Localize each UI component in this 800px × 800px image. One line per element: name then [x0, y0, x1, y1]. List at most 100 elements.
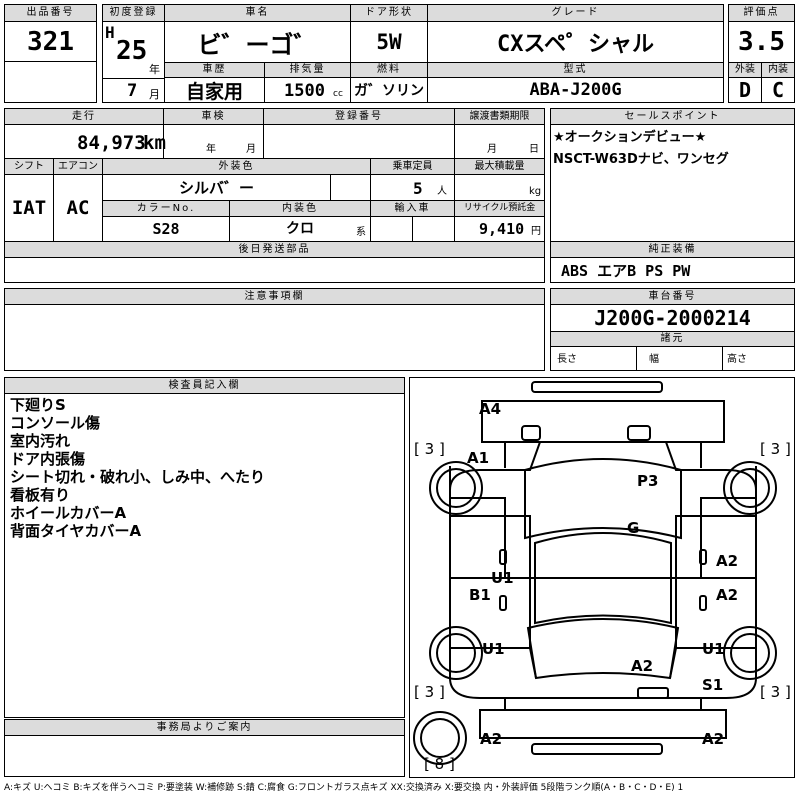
overall-score: 3.5 — [728, 21, 795, 63]
damage-mark: G — [627, 519, 640, 537]
recycle-fee: 9,410 — [479, 220, 525, 238]
mileage-box: 84,973 km — [4, 124, 166, 159]
door-type-label: ドア形状 — [350, 4, 428, 22]
inspector-note: 室内汚れ — [10, 432, 71, 450]
damage-mark: B1 — [469, 586, 491, 604]
transfer-deadline-box: 月 日 — [454, 124, 545, 159]
dimensions-label: 諸元 — [550, 331, 795, 347]
lot-number-blank — [4, 61, 97, 103]
interior-color: クロ — [286, 221, 314, 237]
inspector-note: ホイールカバーA — [10, 504, 127, 522]
max-load-unit: kg — [529, 186, 542, 197]
transfer-month-unit: 月 — [487, 144, 497, 155]
damage-mark: A2 — [702, 730, 725, 748]
later-parts-label: 後日発送部品 — [4, 241, 545, 258]
car-name-label: 車名 — [164, 4, 351, 22]
interior-color-unit: 系 — [356, 227, 366, 238]
damage-mark: U1 — [702, 640, 725, 658]
displacement-label: 排気量 — [264, 62, 351, 78]
grade: CXスペ゜シャル — [427, 21, 724, 63]
car-name: ビ゛ーゴ゛ — [164, 21, 351, 63]
office-notice — [4, 735, 405, 777]
inspection-month-unit: 月 — [246, 144, 256, 155]
length-box: 長さ — [550, 346, 637, 371]
inspector-note: ドア内張傷 — [10, 450, 86, 468]
ac-label: エアコン — [53, 158, 103, 175]
damage-mark: S1 — [702, 676, 724, 694]
mileage-unit: km — [143, 132, 166, 154]
sales-point-line: NSCT-W63Dナビ、ワンセグ — [553, 152, 729, 167]
inspector-notes-label: 検査員記入欄 — [4, 377, 405, 394]
damage-diagram: [ 3 ] [ 3 ] [ 3 ] [ 3 ] [ 8 ] A4 A1 P3 G… — [409, 377, 795, 778]
inspector-note: 背面タイヤカバーA — [10, 522, 142, 540]
fuel: ガ゛ソリン — [350, 77, 428, 103]
mileage-label: 走行 — [4, 108, 164, 125]
shift: IAT — [4, 174, 54, 242]
damage-mark: U1 — [482, 640, 505, 658]
exterior-color-label: 外装色 — [102, 158, 371, 175]
recycle-box: 9,410 円 — [454, 216, 545, 242]
interior-label: 内装 — [761, 62, 795, 78]
first-registration-label: 初度登録 — [102, 4, 165, 22]
month-unit: 月 — [149, 88, 160, 101]
car-history: 自家用 — [164, 77, 265, 103]
capacity-box: 5 人 — [370, 174, 455, 201]
sales-point-line: ★オークションデビュー★ — [553, 130, 707, 145]
era: H — [105, 23, 115, 42]
exterior-color: シルバ゛ー — [102, 174, 331, 201]
equipment: ABS エアB PS PW — [550, 257, 795, 283]
displacement-box: 1500 cc — [264, 77, 351, 103]
inspection-label: 車検 — [163, 108, 264, 125]
length-label: 長さ — [557, 354, 577, 365]
fuel-label: 燃料 — [350, 62, 428, 78]
exterior-label: 外装 — [728, 62, 762, 78]
recycle-unit: 円 — [531, 226, 541, 237]
grade-label: グレード — [427, 4, 724, 22]
damage-legend: A:キズ U:ヘコミ B:キズを伴うヘコミ P:要塗装 W:補修跡 S:錆 C:… — [4, 783, 684, 793]
reg-year: 25 — [116, 36, 148, 66]
color-number-label: カラーNo. — [102, 200, 230, 217]
color-number: S28 — [102, 216, 230, 242]
lot-number: 321 — [4, 21, 97, 62]
max-load-box: kg — [454, 174, 545, 201]
chassis-label: 車台番号 — [550, 288, 795, 305]
inspection-box: 年 月 — [163, 124, 264, 159]
transfer-deadline-label: 譲渡書類期限 — [454, 108, 545, 125]
exterior-grade: D — [728, 77, 762, 103]
capacity-unit: 人 — [437, 186, 447, 197]
damage-mark: A2 — [480, 730, 503, 748]
damage-mark: A2 — [716, 586, 739, 604]
tire-tread-front-left: [ 3 ] — [414, 440, 445, 458]
sales-points-box: ★オークションデビュー★ NSCT-W63Dナビ、ワンセグ — [550, 124, 795, 242]
equipment-label: 純正装備 — [550, 241, 795, 258]
import-label: 輸入車 — [370, 200, 455, 217]
mileage: 84,973 — [77, 132, 146, 154]
interior-color-box: クロ 系 — [229, 216, 371, 242]
interior-grade: C — [761, 77, 795, 103]
inspector-note: 看板有り — [10, 486, 71, 504]
displacement-unit: cc — [333, 89, 343, 99]
inspector-note: シート切れ・破れ小、しみ中、へたり — [10, 468, 266, 486]
damage-mark: A1 — [467, 449, 490, 467]
model-code: ABA-J200G — [427, 77, 724, 103]
inspector-notes: 下廻りS コンソール傷 室内汚れ ドア内張傷 シート切れ・破れ小、しみ中、へたり… — [4, 393, 405, 718]
reg-month-box: 7 月 — [102, 78, 165, 103]
width-label: 幅 — [649, 354, 659, 365]
import-box-a — [370, 216, 413, 242]
damage-mark: A2 — [716, 552, 739, 570]
inspector-note: コンソール傷 — [10, 414, 101, 432]
car-outline-diagram — [413, 381, 777, 765]
chassis-number: J200G-2000214 — [550, 304, 795, 332]
damage-mark: P3 — [637, 472, 659, 490]
shift-label: シフト — [4, 158, 54, 175]
score-label: 評価点 — [728, 4, 795, 22]
displacement: 1500 — [284, 81, 325, 101]
inspector-note: 下廻りS — [10, 396, 66, 414]
tire-tread-rear-left: [ 3 ] — [414, 683, 445, 701]
air-conditioner: AC — [53, 174, 103, 242]
capacity: 5 — [413, 179, 423, 198]
year-unit: 年 — [149, 63, 160, 76]
inspection-year-unit: 年 — [206, 144, 216, 155]
office-notice-label: 事務局よりご案内 — [4, 719, 405, 736]
first-registration-box: H 25 年 — [102, 21, 165, 79]
